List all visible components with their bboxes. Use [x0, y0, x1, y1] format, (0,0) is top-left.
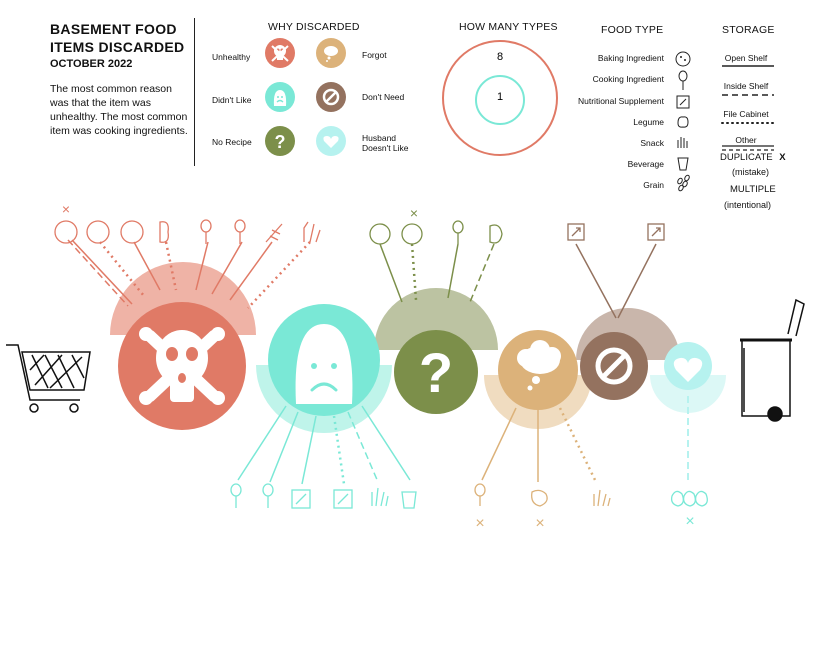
- food-type-label-supplement: Nutritional Supplement: [578, 96, 664, 106]
- no-recipe-circle: [394, 330, 478, 414]
- bean-icon: [677, 116, 689, 128]
- shopping-cart-icon: [6, 344, 91, 413]
- duplicate-legend: DUPLICATE X: [720, 152, 786, 163]
- no-recipe-duplicate-x-icon: ×: [410, 205, 418, 221]
- unhealthy-duplicate-x-icon: ×: [62, 201, 70, 217]
- heart-icon: [316, 126, 346, 156]
- food-type-heading: FOOD TYPE: [601, 24, 664, 36]
- no-recipe-connectors: [379, 243, 495, 303]
- didnt-like-connectors: [237, 405, 411, 485]
- heart-large-icon: [673, 357, 703, 382]
- question-mark-large-icon: ?: [419, 341, 453, 404]
- legend-label-didnt-like: Didn't Like: [212, 95, 252, 105]
- forgot-bottom-icons: [474, 483, 611, 507]
- forgot-connectors: [481, 407, 598, 483]
- storage-label-inside-shelf: Inside Shelf: [723, 81, 769, 91]
- skull-icon: [265, 38, 295, 68]
- cup-icon: [677, 157, 689, 171]
- unhealthy-top-icons: [54, 219, 321, 244]
- legend-label-no-recipe: No Recipe: [212, 137, 252, 147]
- sad-face-large-icon: [295, 324, 353, 404]
- summary-text: The most common reason was that the item…: [50, 83, 188, 137]
- legend-label-dont-need: Don't Need: [362, 92, 405, 102]
- dont-need-connectors: [575, 243, 657, 319]
- sad-face-icon: [265, 82, 295, 112]
- didnt-like-bottom-icons: [230, 483, 417, 509]
- svg-text:?: ?: [275, 132, 286, 152]
- multiple-label: MULTIPLE: [730, 184, 776, 195]
- header-divider: [194, 18, 195, 166]
- legend-label-husband: Husband Doesn't Like: [362, 133, 409, 153]
- date-label: OCTOBER 2022: [50, 58, 133, 70]
- food-type-label-cooking: Cooking Ingredient: [592, 74, 664, 84]
- how-many-types-circles: 8 1: [442, 40, 558, 156]
- storage-line-samples: [721, 65, 775, 151]
- duplicate-note: (mistake): [732, 167, 770, 177]
- storage-label-open-shelf: Open Shelf: [724, 53, 768, 63]
- food-type-label-legume: Legume: [633, 117, 664, 127]
- food-type-icons: [675, 51, 691, 192]
- forgot-duplicate-x-icon-2: ×: [535, 515, 544, 532]
- husband-arch: [650, 375, 726, 413]
- dont-need-top-icons: [567, 223, 665, 241]
- discard-flow-diagram: ? × ×: [6, 201, 805, 532]
- husband-bottom-icons: [670, 490, 708, 507]
- food-type-label-baking: Baking Ingredient: [597, 53, 664, 63]
- no-sign-large-icon: [595, 347, 633, 385]
- thought-cloud-icon: [316, 38, 346, 68]
- page-title: BASEMENT FOOD ITEMS DISCARDED: [50, 20, 184, 56]
- forgot-duplicate-x-icon-1: ×: [475, 515, 484, 532]
- outer-count-circle: [442, 40, 558, 156]
- food-type-label-snack: Snack: [640, 138, 664, 148]
- no-sign-icon: [316, 82, 346, 112]
- no-recipe-top-icons: [369, 220, 503, 245]
- hand-icon: [677, 137, 688, 148]
- grain-icon: [677, 174, 690, 192]
- outer-count-value: 8: [497, 51, 503, 63]
- unhealthy-connectors: [67, 239, 311, 309]
- duplicate-label: DUPLICATE: [720, 152, 773, 163]
- legend-label-forgot: Forgot: [362, 50, 387, 60]
- thought-cloud-large-icon: [517, 340, 561, 391]
- why-discarded-heading: WHY DISCARDED: [268, 21, 360, 33]
- storage-heading: STORAGE: [722, 24, 775, 36]
- title-line-1: BASEMENT FOOD: [50, 21, 177, 37]
- inner-count-value: 1: [497, 91, 503, 103]
- how-many-types-heading: HOW MANY TYPES: [459, 21, 558, 33]
- trash-can-icon: [740, 298, 805, 422]
- no-recipe-arch: [374, 288, 498, 350]
- food-type-label-beverage: Beverage: [627, 159, 664, 169]
- skull-crossbones-icon: [139, 327, 225, 405]
- storage-label-file-cabinet: File Cabinet: [723, 109, 769, 119]
- multiple-note: (intentional): [724, 200, 772, 210]
- spoon-icon: [678, 70, 688, 90]
- food-type-label-grain: Grain: [643, 180, 664, 190]
- inner-count-circle: [475, 75, 525, 125]
- legend-label-unhealthy: Unhealthy: [212, 52, 251, 62]
- duplicate-x-icon: X: [779, 152, 786, 163]
- husband-duplicate-x-icon: ×: [685, 513, 694, 530]
- question-mark-icon: ?: [265, 126, 295, 156]
- storage-label-other: Other: [735, 135, 757, 145]
- cookie-icon: [675, 51, 691, 67]
- title-line-2: ITEMS DISCARDED: [50, 39, 185, 55]
- supplement-box-icon: [676, 95, 690, 109]
